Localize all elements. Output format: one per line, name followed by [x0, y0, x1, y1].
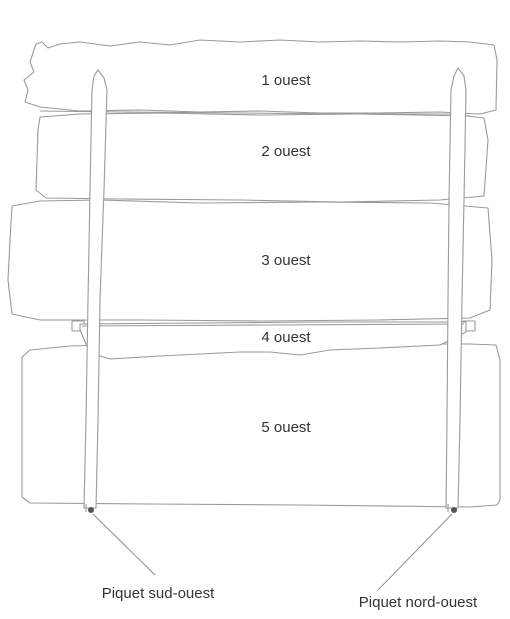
log-3 — [7, 199, 493, 322]
log-4-label: 4 ouest — [261, 329, 311, 346]
log-1 — [23, 39, 498, 115]
stake-right-marker — [451, 507, 457, 513]
stake-left-label: Piquet sud-ouest — [102, 585, 215, 602]
log-4 — [79, 321, 467, 360]
log-1-label: 1 ouest — [261, 72, 311, 89]
stake-left-leader — [92, 513, 156, 576]
log-4-top-seam — [81, 323, 465, 327]
log-3-label: 3 ouest — [261, 252, 311, 269]
stake-right-label: Piquet nord-ouest — [359, 594, 478, 611]
log-5-label: 5 ouest — [261, 419, 311, 436]
stake-left-marker — [88, 507, 94, 513]
log-2-label: 2 ouest — [261, 143, 311, 160]
stake-right-leader — [377, 513, 453, 591]
